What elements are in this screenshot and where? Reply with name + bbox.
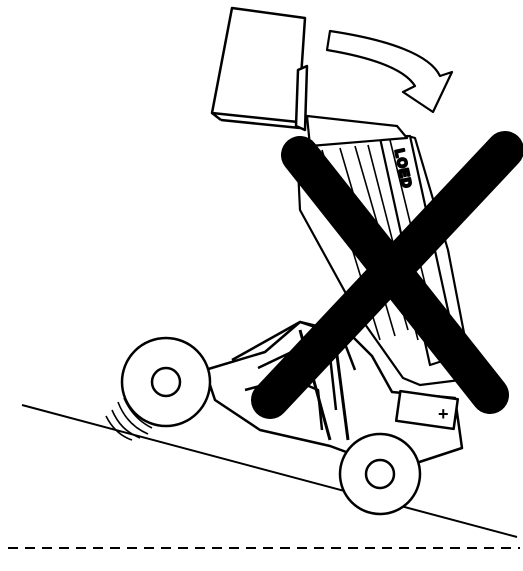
battery-plus-symbol: + <box>438 404 449 424</box>
front-wheel <box>340 434 420 514</box>
falling-load-box <box>212 8 307 130</box>
rear-wheel <box>122 338 210 426</box>
rotation-arrow-icon <box>327 31 452 112</box>
